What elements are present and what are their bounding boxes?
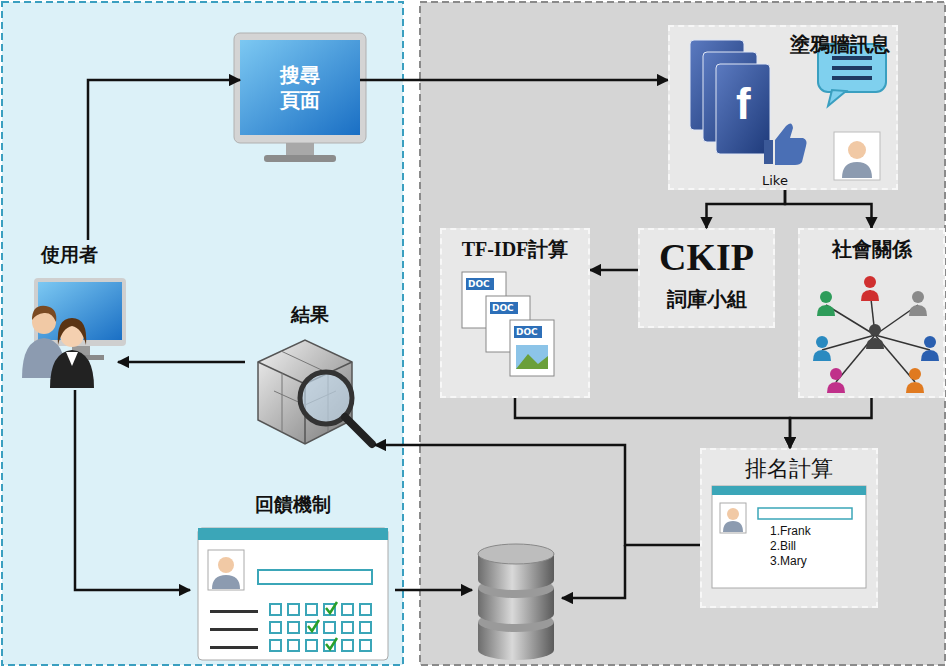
ranking-card: [712, 486, 866, 588]
flow-arrow: [515, 398, 790, 448]
user-panel: [2, 2, 403, 665]
social-box: 社會關係: [798, 228, 945, 398]
store-line: [562, 545, 625, 598]
flow-arrow: [590, 269, 638, 272]
search-monitor: [234, 33, 366, 162]
node-title: 使用者: [20, 242, 118, 267]
doc-tag: DOC: [516, 326, 538, 338]
node-title: TF-IDF計算: [442, 236, 588, 263]
flow-arrow: [790, 398, 872, 448]
result-icon: [258, 340, 372, 444]
doc-icons: [462, 272, 554, 376]
feedback-node: 回饋機制: [190, 490, 395, 662]
rank-item: 3.Mary: [770, 554, 807, 568]
facebook-logo: [690, 40, 770, 154]
node-title: 塗鴉牆訊息: [790, 31, 890, 58]
flow-arrow: [88, 80, 240, 240]
wall-message-box: 塗鴉牆訊息 Like: [668, 25, 898, 190]
flow-arrow: [785, 190, 872, 228]
flow-arrow: [375, 445, 700, 545]
store-line: [395, 589, 472, 592]
like-thumb: [764, 123, 807, 165]
rank-item: 1.Frank: [770, 524, 811, 538]
tfidf-box: TF-IDF計算: [440, 228, 590, 398]
user-node: 使用者: [20, 240, 118, 390]
feedback-form: [198, 528, 388, 660]
node-title: 回饋機制: [190, 492, 395, 517]
node-title: 社會關係: [800, 236, 943, 263]
node-title: CKIP: [640, 238, 773, 276]
database: [478, 544, 554, 660]
user-icon: [22, 278, 126, 388]
flow-arrow: [75, 390, 190, 590]
flow-arrow: [118, 361, 245, 364]
ckip-box: CKIP 詞庫小組: [638, 228, 775, 328]
result-node: 結果: [245, 300, 375, 462]
logo-letter: f: [736, 82, 751, 126]
doc-tag: DOC: [468, 278, 490, 290]
doc-tag: DOC: [492, 302, 514, 314]
system-panel: [420, 2, 945, 665]
node-subtitle: 詞庫小組: [640, 286, 773, 313]
flow-arrow: [707, 190, 786, 228]
node-title: 搜尋 頁面: [240, 62, 360, 113]
flow-arrow: [360, 79, 668, 82]
rank-item: 2.Bill: [770, 539, 796, 553]
search-page: 搜尋 頁面: [240, 40, 360, 135]
node-title: 結果: [245, 302, 375, 327]
node-title: 排名計算: [702, 454, 876, 484]
ranking-box: 排名計算 1.Frank2.Bill3.Mary: [700, 448, 878, 608]
avatar: [834, 132, 880, 180]
like-label: Like: [762, 173, 788, 188]
